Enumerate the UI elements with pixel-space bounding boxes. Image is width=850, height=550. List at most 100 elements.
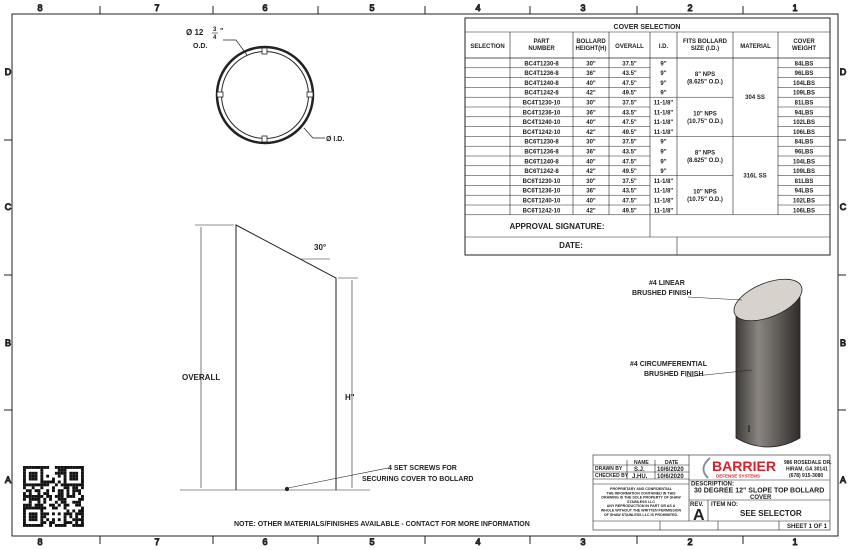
date-label: DATE: xyxy=(559,241,583,250)
rev-label: REV. xyxy=(690,502,704,508)
table-cell: 96LBS xyxy=(795,150,814,156)
table-cell: 36" xyxy=(586,71,596,77)
company-logo: BARRIER xyxy=(712,458,776,474)
table-cell: BC4T1240-10 xyxy=(523,120,561,126)
description-label: DESCRIPTION: xyxy=(691,482,734,488)
table-cell: 84LBS xyxy=(795,140,814,146)
table-cell: 11-1/8" xyxy=(654,199,674,205)
set-screw xyxy=(261,135,268,143)
table-cell: 104LBS xyxy=(793,159,815,165)
table-cell: 11-1/8" xyxy=(654,189,674,195)
top-view: Ø 12 3 4 " O.D. Ø I.D. xyxy=(186,27,344,145)
name-header: NAME xyxy=(634,460,649,466)
zone-row-label: B xyxy=(840,338,846,348)
zone-col-label: 4 xyxy=(475,3,480,13)
table-cell: 9" xyxy=(660,159,666,165)
zone-col-label: 1 xyxy=(792,537,797,547)
zone-col-label: 3 xyxy=(580,537,585,547)
table-cell: 11-1/8" xyxy=(654,208,674,214)
table-cell: 94LBS xyxy=(795,189,814,195)
body-finish-label: #4 CIRCUMFERENTIAL xyxy=(630,361,708,368)
overall-label: OVERALL xyxy=(182,373,220,382)
table-cell: 47.5" xyxy=(622,199,637,205)
zone-row-label: C xyxy=(5,202,12,212)
table-cell: 49.5" xyxy=(622,91,637,97)
inner-circle xyxy=(221,51,309,139)
fits-size: 10" NPS xyxy=(693,190,717,196)
table-cell: 40" xyxy=(586,159,596,165)
drawn-date: 10/6/2020 xyxy=(657,467,684,473)
table-cell: 9" xyxy=(660,91,666,97)
zone-row-label: C xyxy=(840,202,847,212)
table-cell: 9" xyxy=(660,81,666,87)
od-suffix: O.D. xyxy=(193,43,207,50)
checked-by-label: CHECKED BY xyxy=(595,473,629,479)
material-cell: 316L SS xyxy=(743,174,766,180)
proprietary-line: THE INFORMATION CONTAINED IN THIS xyxy=(606,491,676,495)
table-cell: BC6T1240-10 xyxy=(523,199,561,205)
table-cell: BC4T1230-8 xyxy=(524,61,559,67)
fits-size-od: (10.75" O.D.) xyxy=(687,119,723,125)
table-cell: 37.5" xyxy=(622,140,637,146)
table-cell: 40" xyxy=(586,81,596,87)
table-cell: 49.5" xyxy=(622,130,637,136)
rev-value: A xyxy=(693,507,705,524)
table-header: OVERALL xyxy=(615,44,644,50)
table-cell: 40" xyxy=(586,120,596,126)
table-cell: 11-1/8" xyxy=(654,130,674,136)
table-cell: 42" xyxy=(586,91,596,97)
set-screw xyxy=(261,47,268,55)
table-cell: BC4T1236-8 xyxy=(524,71,559,77)
screws-note-2: SECURING COVER TO BOLLARD xyxy=(362,476,474,483)
zone-col-label: 1 xyxy=(792,3,797,13)
drawn-by-name: S.J. xyxy=(634,467,645,473)
proprietary-line: PROPRIETARY AND CONFIDENTIAL xyxy=(610,487,673,491)
table-cell: 11-1/8" xyxy=(654,110,674,116)
item-label: ITEM NO: xyxy=(711,502,738,508)
table-cell: 37.5" xyxy=(622,101,637,107)
zone-col-label: 8 xyxy=(37,537,42,547)
table-cell: BC4T1240-8 xyxy=(524,81,559,87)
sheet-number: SHEET 1 OF 1 xyxy=(787,524,828,530)
table-cell: 9" xyxy=(660,61,666,67)
drawn-by-label: DRAWN BY xyxy=(595,466,623,472)
table-cell: 106LBS xyxy=(793,130,815,136)
approval-signature-field[interactable] xyxy=(651,216,829,236)
id-dim: Ø I.D. xyxy=(326,136,344,143)
date-field[interactable] xyxy=(678,238,829,254)
proprietary-line: OF SHAW STAINLESS LLC IS PROHIBITED. xyxy=(604,513,678,517)
table-cell: BC4T1242-8 xyxy=(524,91,559,97)
od-dim: Ø 12 xyxy=(186,28,204,37)
top-finish-label: #4 LINEAR xyxy=(649,280,685,287)
table-header: MATERIAL xyxy=(740,44,771,50)
body-finish-label-2: BRUSHED FINISH xyxy=(644,371,704,378)
table-cell: 30" xyxy=(586,61,596,67)
zone-col-label: 7 xyxy=(154,537,159,547)
table-cell: 9" xyxy=(660,150,666,156)
table-cell: 84LBS xyxy=(795,61,814,67)
checked-date: 10/6/2020 xyxy=(657,474,684,480)
qr-code[interactable] xyxy=(23,466,84,527)
fits-size-od: (10.75" O.D.) xyxy=(687,197,723,203)
company-sub: DEFENSE SYSTEMS xyxy=(716,474,760,479)
table-cell: BC6T1240-8 xyxy=(524,159,559,165)
zone-col-label: 6 xyxy=(262,537,267,547)
top-finish-label-2: BRUSHED FINISH xyxy=(632,290,692,297)
zone-col-label: 4 xyxy=(475,537,480,547)
angle-label: 30° xyxy=(314,243,326,252)
set-screw xyxy=(216,91,224,98)
zone-row-label: B xyxy=(5,338,11,348)
table-cell: 102LBS xyxy=(793,120,815,126)
zone-row-label: D xyxy=(5,67,12,77)
table-cell: 37.5" xyxy=(622,179,637,185)
date-header: DATE xyxy=(665,460,679,466)
set-screw-dot xyxy=(284,486,290,492)
table-cell: BC6T1242-8 xyxy=(524,169,559,175)
materials-note: NOTE: OTHER MATERIALS/FINISHES AVAILABLE… xyxy=(234,521,530,528)
table-cell: 30" xyxy=(586,140,596,146)
screws-note: 4 SET SCREWS FOR xyxy=(388,465,457,472)
zone-col-label: 6 xyxy=(262,3,267,13)
